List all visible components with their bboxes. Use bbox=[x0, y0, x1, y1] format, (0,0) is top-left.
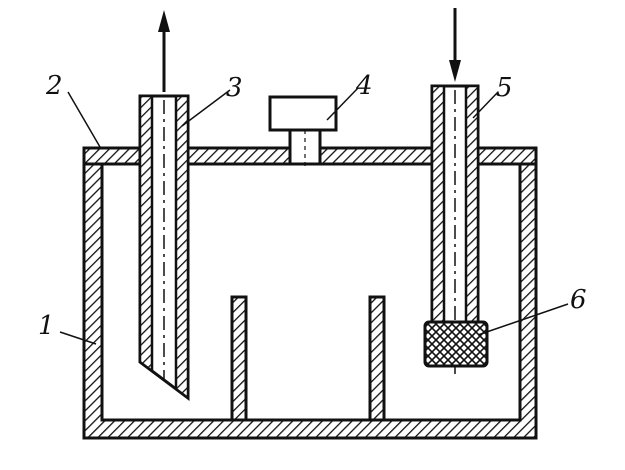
label-lid: 2 bbox=[45, 71, 63, 101]
filler-cap bbox=[268, 95, 338, 170]
label-filler-cap: 4 bbox=[355, 71, 373, 101]
label-inlet-tube: 5 bbox=[496, 73, 513, 103]
leader-lines bbox=[59, 87, 569, 345]
outlet-tube bbox=[138, 94, 190, 401]
filter-tip bbox=[423, 320, 489, 368]
label-filter-tip: 6 bbox=[570, 285, 587, 315]
outlet-arrow-icon bbox=[158, 10, 170, 92]
inlet-arrow-icon bbox=[449, 8, 461, 82]
inner-baffles bbox=[230, 295, 386, 422]
label-vessel-body: 1 bbox=[38, 311, 55, 341]
label-outlet-tube: 3 bbox=[226, 73, 243, 103]
